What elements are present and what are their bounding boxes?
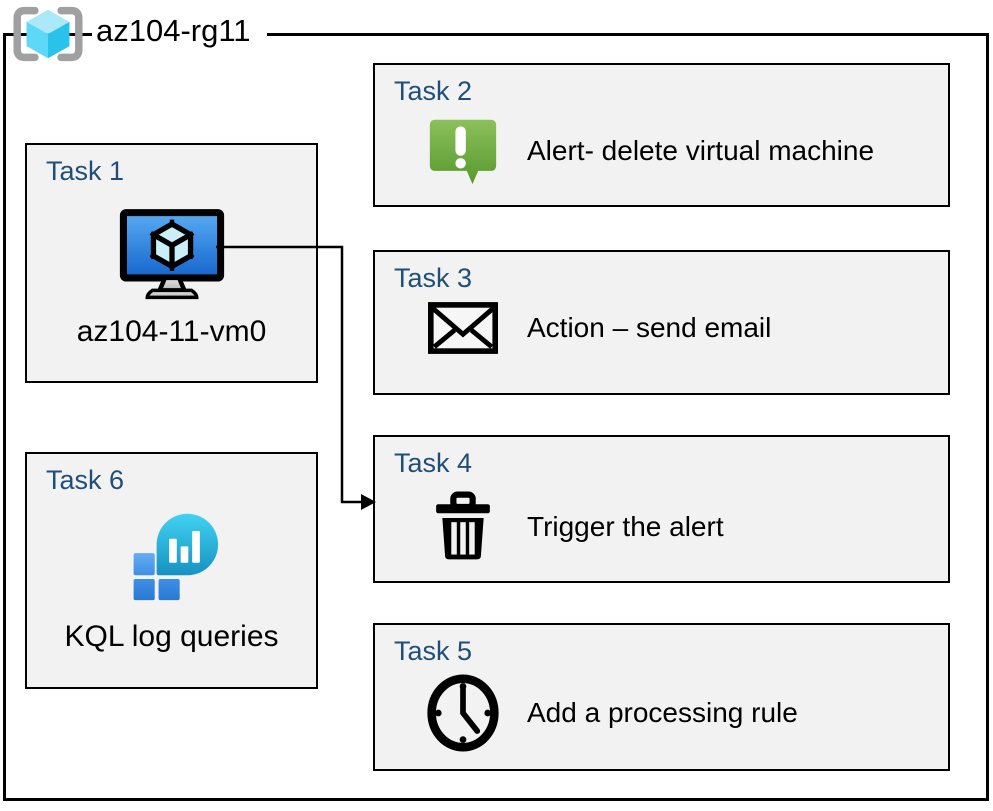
resource-group-icon [6, 4, 90, 69]
task-4-label: Trigger the alert [527, 510, 724, 542]
alert-icon [423, 114, 503, 188]
email-icon [423, 301, 503, 355]
task-3-heading: Task 3 [394, 263, 473, 293]
task-6-label: KQL log queries [64, 619, 279, 653]
task-1-heading: Task 1 [46, 156, 125, 186]
task-2-box: Task 2 Alert- delete virtual machine [373, 63, 950, 207]
clock-icon [423, 673, 503, 753]
task-5-heading: Task 5 [394, 636, 473, 666]
log-analytics-icon [27, 506, 316, 606]
task-4-box: Task 4 Trigger the alert [373, 435, 950, 583]
task-3-box: Task 3 Action – send email [373, 250, 950, 395]
task-2-label: Alert- delete virtual machine [527, 134, 875, 166]
task-1-box: Task 1 az104 [25, 143, 318, 383]
resource-group-title: az104-rg11 [92, 13, 267, 53]
trash-icon [423, 483, 503, 571]
task-2-heading: Task 2 [394, 76, 473, 106]
task-3-label: Action – send email [527, 311, 772, 343]
task-5-box: Task 5 Add a processing rule [373, 623, 950, 771]
task-5-label: Add a processing rule [527, 696, 798, 728]
task-6-box: Task 6 [25, 452, 318, 689]
virtual-machine-icon [27, 208, 316, 301]
task-1-label: az104-11-vm0 [76, 314, 267, 348]
task-6-heading: Task 6 [46, 465, 125, 495]
task-4-heading: Task 4 [394, 448, 473, 478]
